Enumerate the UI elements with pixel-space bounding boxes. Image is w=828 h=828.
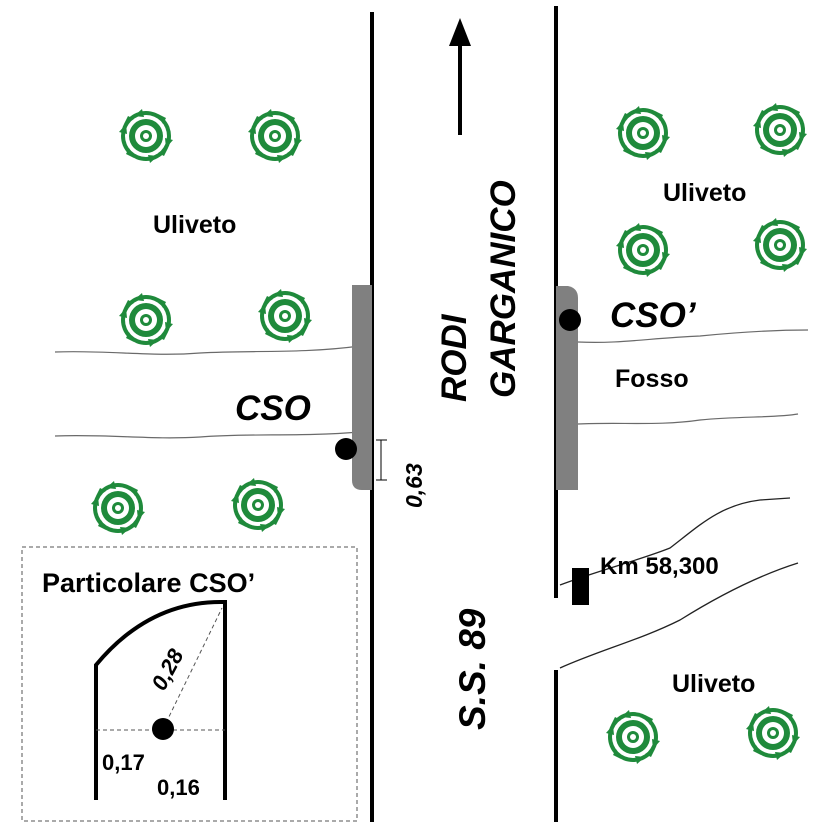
road-direction-line2: GARGANICO	[484, 180, 523, 398]
olive-tree-icon	[119, 109, 173, 163]
fosso-line-left-upper	[54, 345, 361, 355]
detail-width-b-label: 0,16	[157, 775, 200, 800]
road-direction-line1: RODI	[435, 313, 474, 402]
detail-radius-line	[162, 607, 223, 730]
detail-title: Particolare CSO’	[42, 568, 255, 598]
detail-radius-label: 0,28	[146, 644, 189, 694]
north-arrow-icon	[449, 18, 471, 135]
milestone-marker	[572, 568, 589, 605]
detail-cso-point	[152, 718, 174, 740]
cso-label: CSO	[235, 389, 311, 428]
side-road-line-lower	[559, 562, 799, 669]
fosso-line-right-upper	[577, 329, 809, 343]
detail-outline	[94, 599, 227, 800]
olive-tree-icon	[119, 293, 173, 347]
cso-prime-point	[559, 309, 581, 331]
olive-tree-icon	[248, 109, 302, 163]
uliveto-right-bottom-label: Uliveto	[672, 670, 755, 698]
olive-tree-icon	[91, 481, 145, 535]
olive-tree-icon	[231, 478, 285, 532]
cso-point	[335, 438, 357, 460]
detail-width-a-label: 0,17	[102, 750, 145, 775]
fosso-label: Fosso	[615, 365, 689, 393]
dimension-marker	[376, 439, 387, 481]
shoulder-cso	[352, 285, 372, 490]
olive-tree-icon	[746, 706, 800, 760]
uliveto-right-top-label: Uliveto	[663, 179, 746, 207]
olive-tree-icon	[616, 106, 670, 160]
uliveto-left-label: Uliveto	[153, 211, 236, 239]
shoulder-cso-prime	[556, 286, 578, 490]
fosso-line-left-lower	[54, 431, 361, 439]
milestone-label: Km 58,300	[600, 553, 719, 580]
olive-tree-icon	[606, 710, 660, 764]
olive-tree-icon	[616, 223, 670, 277]
detail-inset-frame	[21, 546, 358, 822]
olive-tree-icon	[258, 289, 312, 343]
fosso-line-right-lower	[577, 413, 799, 425]
olive-tree-icon	[753, 218, 807, 272]
cso-offset-dimension: 0,63	[401, 463, 427, 508]
olive-tree-icon	[753, 103, 807, 157]
detail-inset: Particolare CSO’ 0,28 0,17 0,16	[21, 546, 358, 822]
route-label: S.S. 89	[452, 608, 493, 730]
cso-prime-label: CSO’	[610, 296, 697, 335]
side-road-line-upper	[559, 497, 791, 586]
